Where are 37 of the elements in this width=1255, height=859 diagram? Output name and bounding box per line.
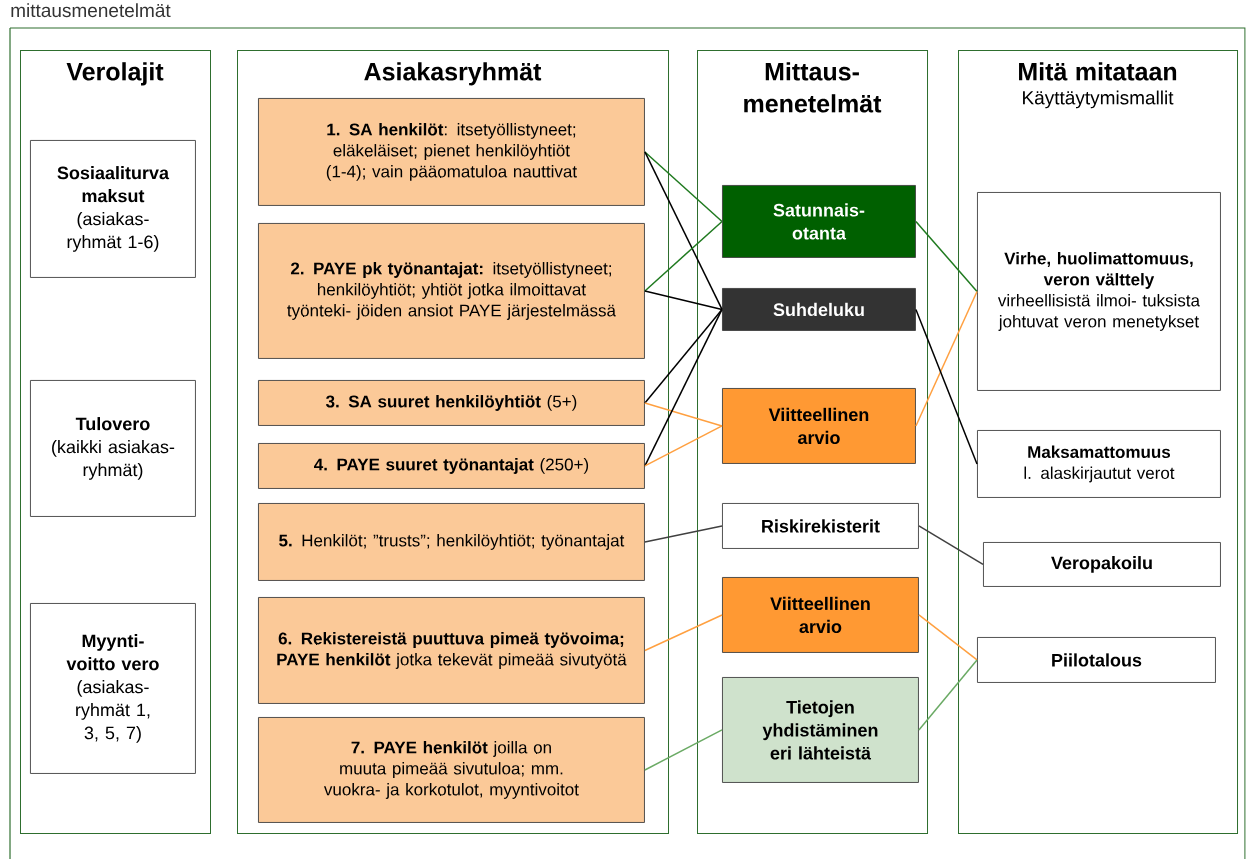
measure-box: Virhe, huolimattomuus, veron välttely virheellisistä ilmoi- tuksista johtuvat veron menetykset [977, 192, 1221, 391]
customer-group-box: 1. SA henkilöt: itsetyöllistyneet; eläkeläiset; pienet henkilöyhtiöt (1-4); vain pääomatuloa nauttivat [258, 98, 645, 206]
connector-line [644, 220, 723, 292]
method-box: Riskirekisterit [722, 503, 919, 549]
connector-line [915, 220, 978, 293]
connector-line [644, 729, 723, 771]
customer-group-box: 4. PAYE suuret työnantajat (250+) [258, 443, 645, 489]
measure-box: Maksamattomuus l. alaskirjautut verot [977, 430, 1221, 498]
customer-group-box: 3. SA suuret henkilöyhtiöt (5+) [258, 380, 645, 426]
method-box: Viitteellinen arvio [722, 388, 916, 464]
connector-line [644, 151, 723, 311]
connector-line [644, 425, 723, 467]
tax-type-box: Sosiaaliturva maksut (asiakas- ryhmät 1-6) [30, 140, 196, 278]
method-box: Suhdeluku [722, 288, 916, 331]
customer-group-box: 2. PAYE pk työnantajat: itsetyöllistyneet; henkilöyhtiöt; yhtiöt jotka ilmoittavat työnteki- jöiden ansiot PAYE järjestelmässä [258, 223, 645, 359]
connector-line [915, 290, 978, 427]
connector-line [918, 614, 978, 661]
connector-line [644, 290, 723, 311]
method-box: Tietojen yhdistäminen eri lähteistä [722, 677, 919, 783]
tax-type-box: Tulovero (kaikki asiakas- ryhmät) [30, 380, 196, 517]
tax-type-box: Myynti- voitto vero (asiakas- ryhmät 1, 3, 5, 7) [30, 603, 196, 774]
connector-line [644, 614, 723, 652]
connector-line [644, 402, 723, 427]
method-box: Satunnais- otanta [722, 185, 916, 258]
customer-group-box: 5. Henkilöt; ”trusts”; henkilöyhtiöt; työnantajat [258, 503, 645, 581]
connector-line [644, 525, 723, 543]
connector-line [644, 151, 723, 223]
connector-line [644, 308, 723, 467]
title: mittausmenetelmät [11, 3, 171, 18]
connector-line [918, 525, 984, 566]
method-box: Viitteellinen arvio [722, 577, 919, 653]
customer-group-box: 7. PAYE henkilöt joilla on muuta pimeää sivutuloa; mm. vuokra- ja korkotulot, myyntivoitot [258, 717, 645, 823]
connector-line [644, 308, 723, 404]
measure-box: Piilotalous [977, 637, 1216, 683]
measure-box: Veropakoilu [983, 542, 1221, 587]
connector-line [918, 659, 978, 731]
customer-group-box: 6. Rekistereistä puuttuva pimeä työvoima; PAYE henkilöt jotka tekevät pimeää sivutyötä [258, 597, 645, 704]
